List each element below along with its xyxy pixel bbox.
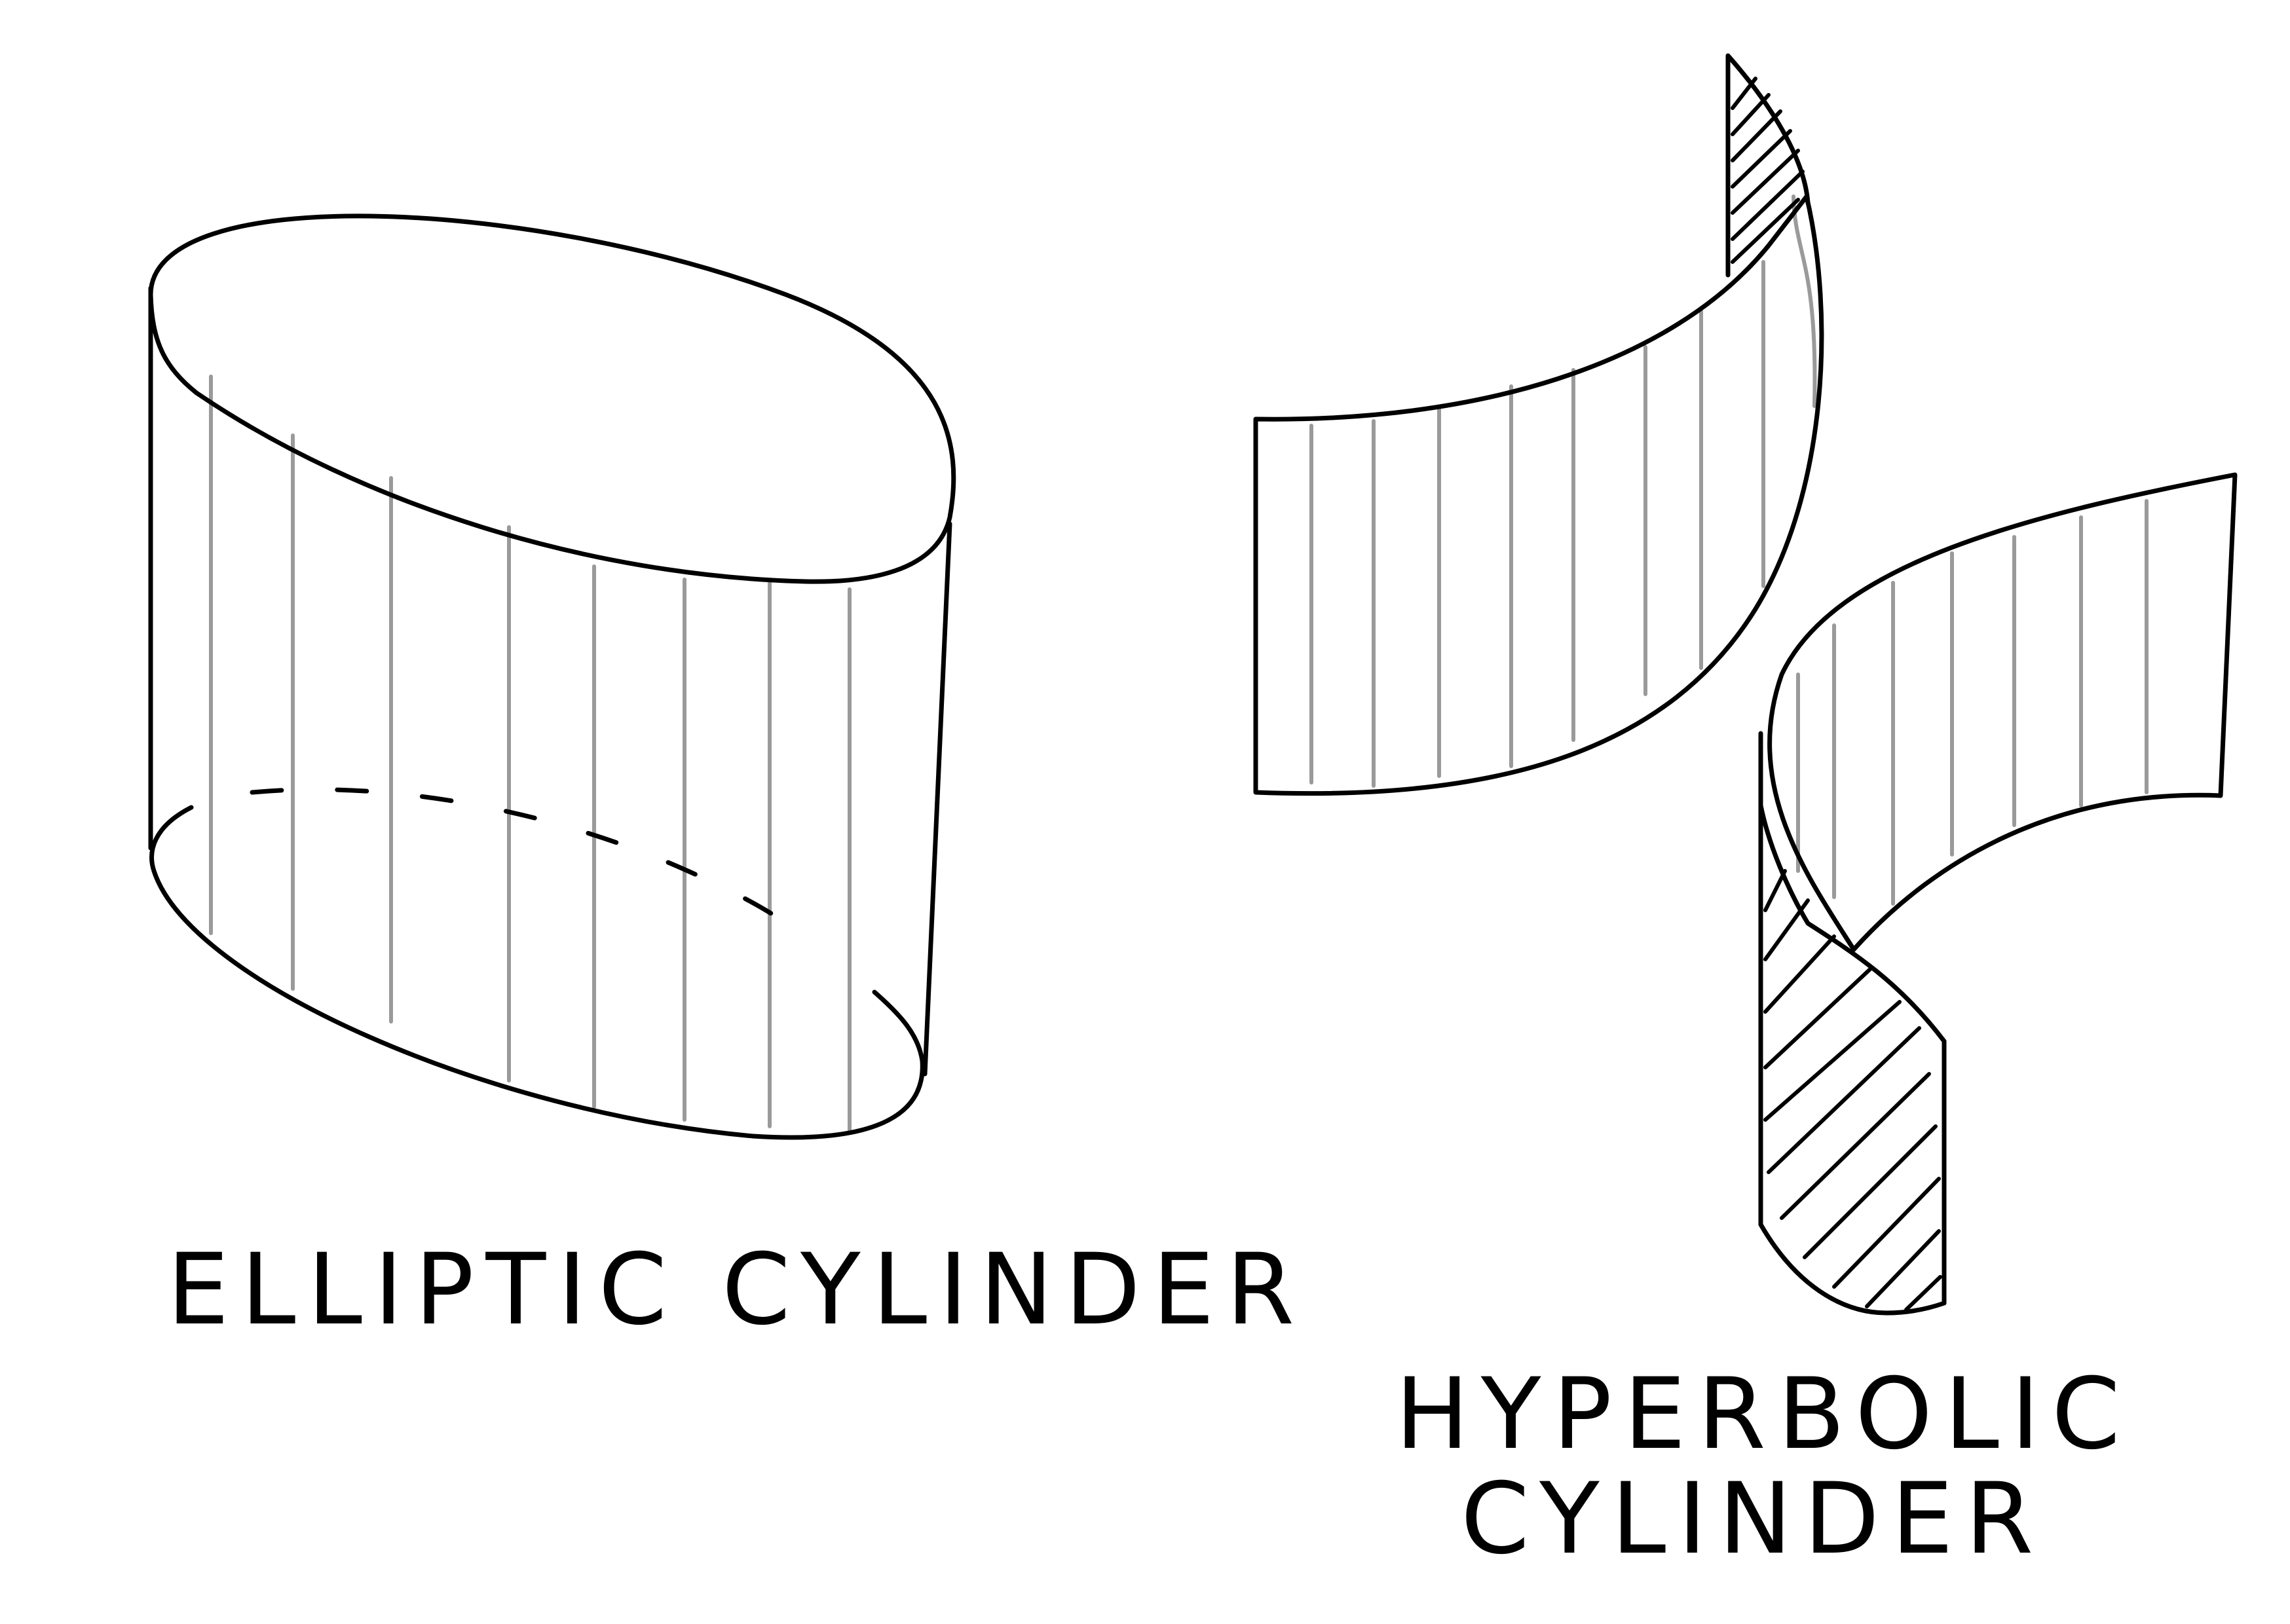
- elliptic-cylinder-top-ellipse: [148, 213, 956, 584]
- hyperbolic-upper-fin: [1725, 53, 1811, 278]
- hyperbolic-upper-sheet-rulings: [1309, 194, 1817, 788]
- elliptic-cylinder-bottom-arc: [149, 805, 925, 1140]
- hyperbolic-lower-fin: [1758, 731, 1947, 1316]
- elliptic-cylinder-hidden-edge: [250, 787, 815, 946]
- elliptic-cylinder-right-edge: [922, 521, 952, 1077]
- hyperbolic-lower-sheet: [1767, 472, 2238, 952]
- hyperbolic-upper-fin-hatching: [1731, 77, 1805, 264]
- hyperbolic-cylinder-label-line1: HYPERBOLIC: [1395, 1357, 2132, 1471]
- hyperbolic-lower-fin-hatching: [1763, 869, 1942, 1312]
- elliptic-cylinder: [148, 213, 956, 1140]
- hyperbolic-upper-sheet: [1253, 194, 1824, 796]
- elliptic-cylinder-label: ELLIPTIC CYLINDER: [167, 1233, 1307, 1347]
- hyperbolic-lower-sheet-rulings: [1796, 499, 2149, 906]
- hyperbolic-cylinder-label-line2: CYLINDER: [1461, 1462, 2046, 1576]
- elliptic-cylinder-rulings: [209, 375, 852, 1132]
- hyperbolic-cylinder: [1253, 53, 2238, 1316]
